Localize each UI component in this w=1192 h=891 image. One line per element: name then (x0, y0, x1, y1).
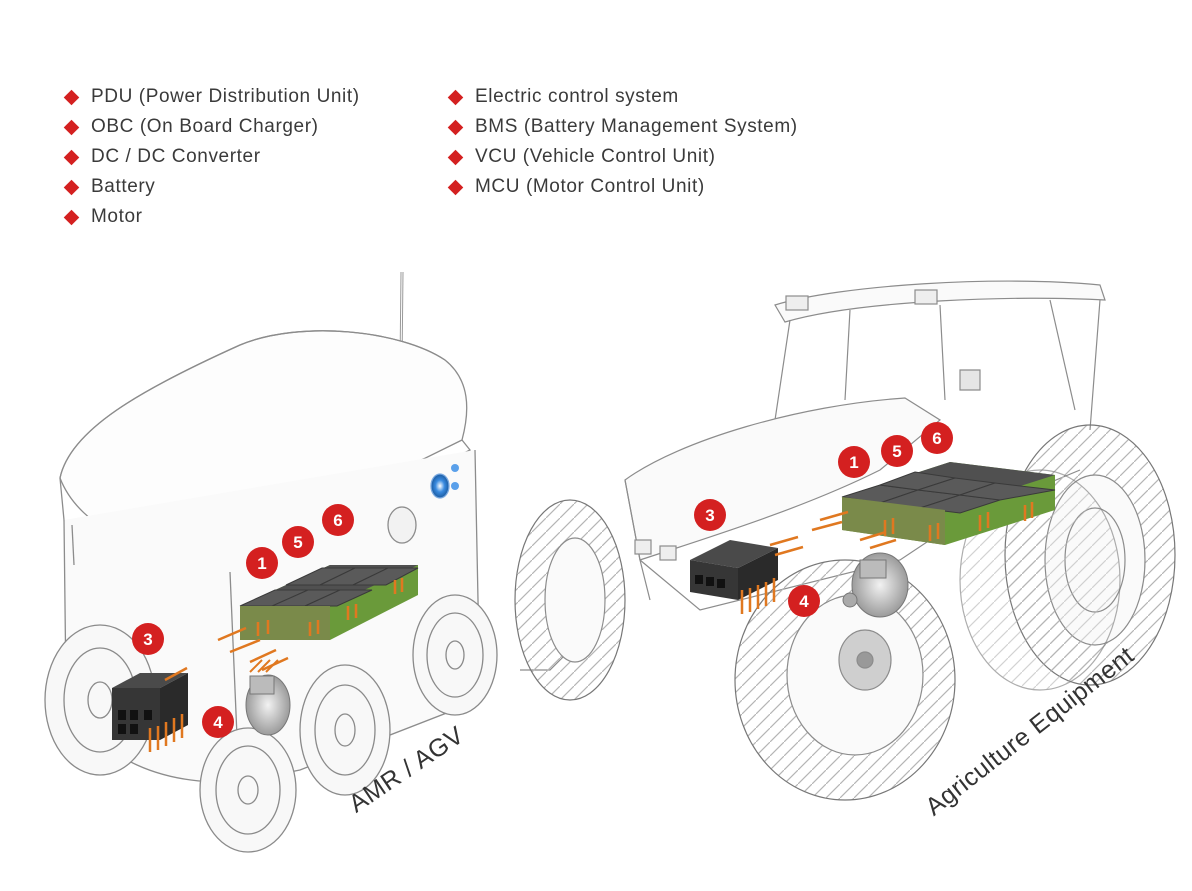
marker-label: 1 (257, 554, 266, 573)
legend-label: MCU (Motor Control Unit) (475, 176, 705, 197)
legend-label: VCU (Vehicle Control Unit) (475, 146, 716, 167)
marker-label: 5 (892, 442, 901, 461)
marker-amr-5: 5 (282, 526, 314, 558)
marker-tractor-6: 6 (921, 422, 953, 454)
marker-tractor-4: 4 (788, 585, 820, 617)
legend-item: DC / DC Converter (62, 142, 360, 172)
legend-item: BMS (Battery Management System) (446, 112, 798, 142)
marker-tractor-1: 1 (838, 446, 870, 478)
legend-label: BMS (Battery Management System) (475, 116, 798, 137)
legend-item: Electric control system (446, 82, 798, 112)
legend-label: Electric control system (475, 86, 679, 107)
marker-label: 5 (293, 533, 302, 552)
amr-battery-pack (217, 565, 419, 672)
legend-label: Motor (91, 206, 143, 227)
legend-item: VCU (Vehicle Control Unit) (446, 142, 798, 172)
legend-label: Battery (91, 176, 156, 197)
legend-item: PDU (Power Distribution Unit) (62, 82, 360, 112)
legend-label: OBC (On Board Charger) (91, 116, 319, 137)
marker-tractor-3: 3 (694, 499, 726, 531)
legend-label: DC / DC Converter (91, 146, 261, 167)
tractor (514, 280, 1176, 801)
marker-label: 4 (213, 713, 223, 732)
tractor-motor (842, 552, 909, 618)
marker-label: 1 (849, 453, 858, 472)
legend-item: OBC (On Board Charger) (62, 112, 360, 142)
marker-amr-4: 4 (202, 706, 234, 738)
tractor-battery-pack (811, 462, 1056, 550)
marker-amr-1: 1 (246, 547, 278, 579)
marker-label: 3 (705, 506, 714, 525)
legend-left: PDU (Power Distribution Unit) OBC (On Bo… (62, 82, 360, 232)
marker-tractor-5: 5 (881, 435, 913, 467)
marker-label: 3 (143, 630, 152, 649)
legend-right: Electric control system BMS (Battery Man… (446, 82, 798, 202)
legend-item: Battery (62, 172, 360, 202)
legend-item: Motor (62, 202, 360, 232)
marker-label: 6 (932, 429, 941, 448)
tractor-converter (690, 535, 804, 614)
amr-converter (112, 666, 188, 752)
marker-label: 4 (799, 592, 809, 611)
marker-label: 6 (333, 511, 342, 530)
amr-motor (245, 659, 291, 736)
legend-item: MCU (Motor Control Unit) (446, 172, 798, 202)
marker-amr-3: 3 (132, 623, 164, 655)
marker-amr-6: 6 (322, 504, 354, 536)
legend-label: PDU (Power Distribution Unit) (91, 86, 360, 107)
